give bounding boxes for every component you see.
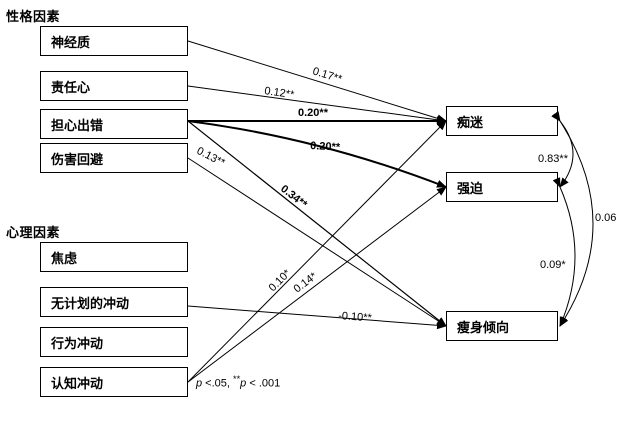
path-fear-thinness <box>187 120 447 327</box>
coef-obsession-compulsion: 0.83** <box>538 153 569 165</box>
note-stars: ** <box>233 374 241 384</box>
node-obsession: 痴迷 <box>446 106 558 136</box>
path-cognitive-obsession <box>187 120 447 383</box>
coef-compulsion-thinness: 0.09* <box>540 259 566 271</box>
coef-fear-compulsion: 0.20** <box>310 140 341 154</box>
note-threshold-1: <.05, <box>202 377 234 390</box>
coef-responsibility-obsession: 0.12** <box>264 85 296 101</box>
path-neuroticism-obsession <box>187 40 447 123</box>
node-compulsion: 强迫 <box>446 172 558 202</box>
path-fear-compulsion <box>187 120 447 188</box>
path-cognitive-compulsion <box>187 186 447 383</box>
node-behavioral-impulse-label: 行为冲动 <box>51 336 104 352</box>
psychological-group-title: 心理因素 <box>6 226 61 241</box>
node-behavioral-impulse: 行为冲动 <box>40 327 188 357</box>
node-neuroticism: 神经质 <box>40 26 188 56</box>
note-threshold-2: < .001 <box>246 377 281 390</box>
node-responsibility-label: 责任心 <box>51 80 91 96</box>
coef-cognitive-compulsion: 0.14* <box>292 270 320 295</box>
node-obsession-label: 痴迷 <box>457 115 484 131</box>
node-anxiety: 焦虑 <box>40 242 188 272</box>
personality-group-title: 性格因素 <box>6 10 61 25</box>
path-unplanned-thinness <box>187 305 447 330</box>
node-anxiety-label: 焦虑 <box>51 251 78 267</box>
node-fear-of-mistakes: 担心出错 <box>40 109 188 139</box>
coef-unplanned-thinness: -0.10** <box>338 310 373 324</box>
note-p-symbol-1: p <box>196 377 203 390</box>
corr-obsession-thinness <box>551 111 594 327</box>
node-harm-avoidance-label: 伤害回避 <box>51 152 104 168</box>
coef-fear-obsession: 0.20** <box>298 107 329 119</box>
coef-cognitive-obsession: 0.10* <box>267 267 294 294</box>
node-fear-of-mistakes-label: 担心出错 <box>51 118 104 134</box>
node-cognitive-impulse: 认知冲动 <box>40 367 188 397</box>
significance-note: p <.05, **p < .001 <box>196 374 280 390</box>
node-compulsion-label: 强迫 <box>457 181 484 197</box>
node-neuroticism-label: 神经质 <box>51 35 91 51</box>
node-cognitive-impulse-label: 认知冲动 <box>51 376 104 392</box>
node-unplanned-impulse: 无计划的冲动 <box>40 287 188 317</box>
coef-obsession-thinness: 0.06 <box>595 212 616 224</box>
node-unplanned-impulse-label: 无计划的冲动 <box>51 296 130 312</box>
node-harm-avoidance: 伤害回避 <box>40 143 188 173</box>
node-thinness-label: 瘦身倾向 <box>457 320 510 336</box>
path-harm-thinness <box>187 157 447 327</box>
corr-compulsion-thinness <box>552 177 576 327</box>
note-p-symbol-2: p <box>240 377 247 390</box>
node-thinness: 瘦身倾向 <box>446 311 558 341</box>
coef-neuroticism-obsession: 0.17** <box>311 65 344 85</box>
node-responsibility: 责任心 <box>40 71 188 101</box>
path-responsibility-obsession <box>187 85 447 124</box>
